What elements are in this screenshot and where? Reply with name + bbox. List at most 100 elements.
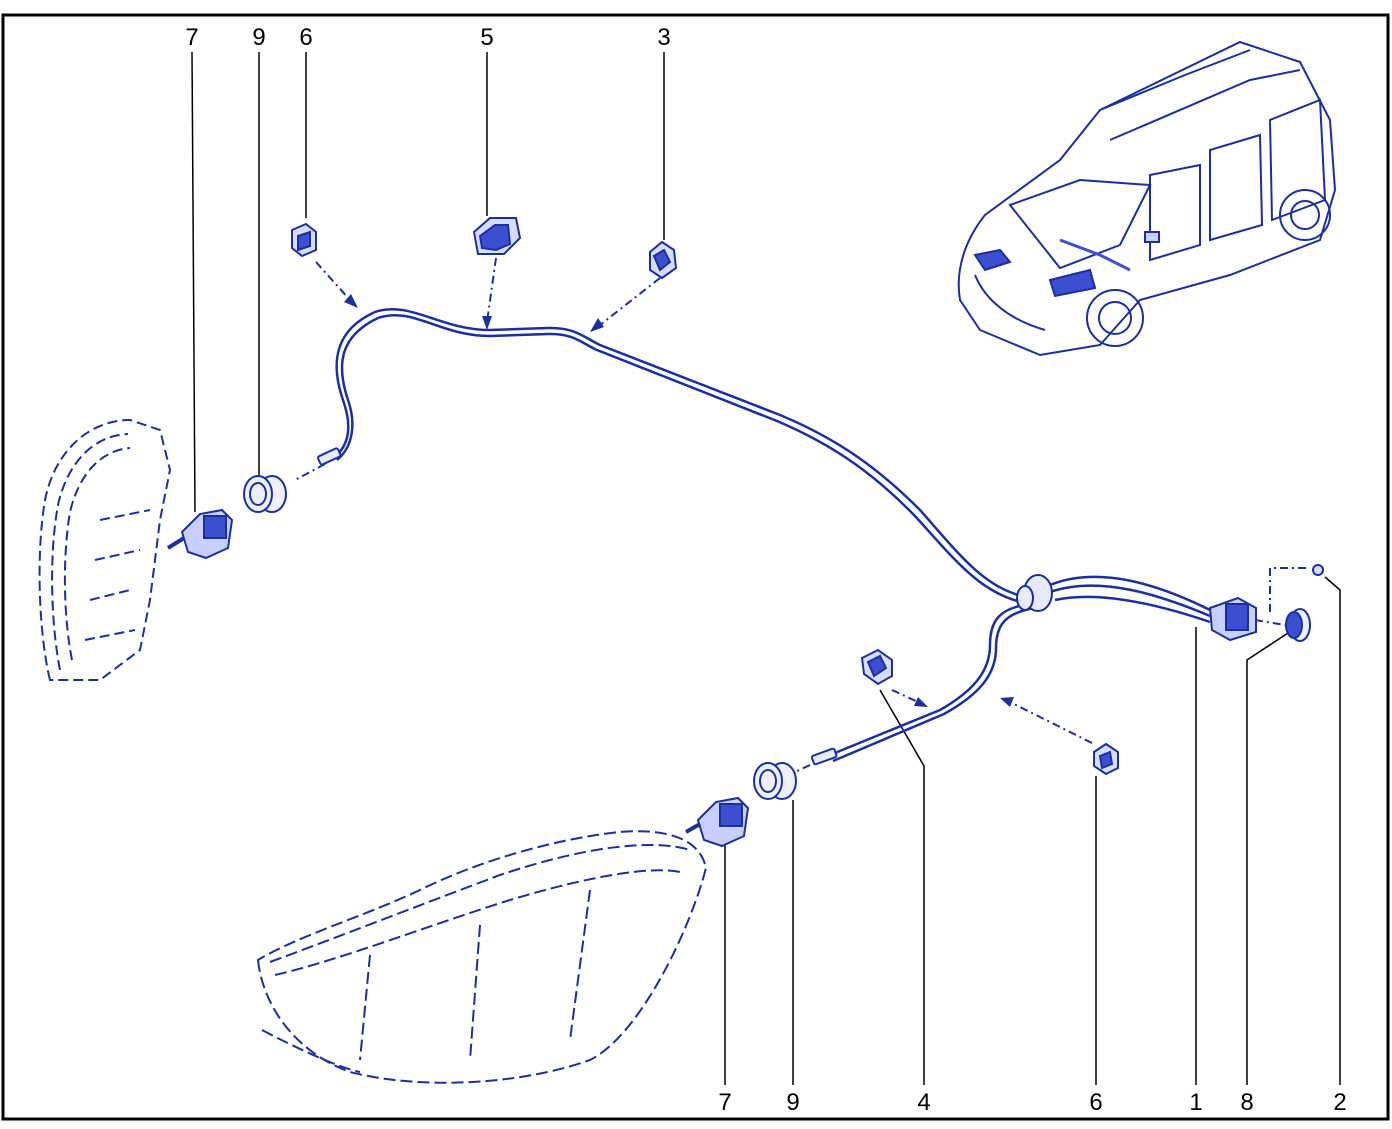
grommet-hole <box>249 482 267 506</box>
vehicle-illustration <box>957 40 1337 357</box>
actuator-motor <box>719 803 743 827</box>
control-switch-1 <box>1208 596 1257 642</box>
cable-right-3 <box>1054 595 1211 624</box>
callouts-top: 7 9 6 5 3 <box>185 24 670 51</box>
cable-right-2 <box>1049 584 1211 618</box>
arrow-heads <box>344 294 1014 707</box>
actuator-motor <box>203 515 227 539</box>
vehicle-front-wheel <box>1086 289 1144 347</box>
leader-line <box>191 51 196 513</box>
clip-3 <box>649 240 678 280</box>
callout-top-2: 9 <box>252 24 265 51</box>
actuator-shaft <box>166 536 186 550</box>
callout-bottom-5: 1 <box>1189 1089 1202 1116</box>
arrow-line <box>891 689 919 703</box>
headlamp-left-ribs <box>84 509 151 641</box>
cable-lower <box>829 602 1031 757</box>
callouts-bottom: 7 9 4 6 1 8 2 <box>718 1089 1346 1116</box>
arrow-line <box>794 764 811 773</box>
callout-bottom-4: 6 <box>1089 1089 1102 1116</box>
cable-end-fitting <box>316 447 342 466</box>
arrow-line <box>315 261 351 301</box>
grommet-upper <box>243 475 287 513</box>
leader-lines <box>191 51 1341 1085</box>
vehicle-rear-hub <box>1290 200 1320 230</box>
clips <box>291 217 1324 776</box>
grommets <box>243 475 1311 800</box>
callout-bottom-3: 4 <box>917 1089 930 1116</box>
vehicle-highlighted-cable <box>1059 238 1131 272</box>
vehicle-headlights <box>973 248 1097 298</box>
headlamp-right-outline <box>256 830 708 1084</box>
cable-upper-2 <box>336 313 1031 606</box>
grommet-hole <box>759 769 777 793</box>
grommet-face <box>1285 611 1303 639</box>
headlamp-left-outline <box>38 418 172 681</box>
headlamp-left-inner-1 <box>51 433 129 671</box>
callout-top-4: 5 <box>480 24 493 51</box>
headlamp-left <box>38 418 172 681</box>
vehicle-body <box>957 40 1337 357</box>
vehicle-roof-rails <box>1099 49 1301 141</box>
clip-6-top <box>291 222 317 258</box>
headlamp-right-base <box>261 1029 361 1073</box>
vehicle-hood <box>1008 178 1152 270</box>
arrow-line <box>486 257 497 323</box>
actuator-upper <box>166 508 234 560</box>
cable-upper <box>335 307 1031 600</box>
arrow-line <box>294 463 326 481</box>
arrow-head <box>590 318 604 332</box>
clip-4 <box>860 648 893 686</box>
screw-2 <box>1312 564 1324 576</box>
callout-bottom-7: 2 <box>1333 1089 1346 1116</box>
cable-fittings <box>316 447 1053 766</box>
diagram-border <box>1 13 1390 1121</box>
arrow-line <box>1269 567 1310 612</box>
grommet-lower <box>753 762 797 800</box>
clip-detail <box>866 654 888 678</box>
arrow-head <box>1000 697 1014 707</box>
leader-line <box>879 689 925 1085</box>
vehicle-rear-wheel <box>1279 189 1331 241</box>
leader-line <box>1246 632 1289 1085</box>
callout-bottom-2: 9 <box>786 1089 799 1116</box>
vehicle-front-hub <box>1098 301 1132 335</box>
arrow-line <box>1254 619 1286 626</box>
clip-detail <box>1098 750 1114 770</box>
headlamp-right-ribs <box>359 889 591 1061</box>
leader-line <box>1324 576 1341 1085</box>
vehicle-windows <box>1149 98 1327 262</box>
headlamp-right-inner-1 <box>269 843 691 963</box>
cable-junction-ring <box>1016 585 1034 611</box>
headlamp-right-inner-2 <box>274 869 681 976</box>
switch-knob <box>1225 603 1249 631</box>
clip-detail <box>478 224 512 252</box>
callout-top-5: 3 <box>657 24 670 51</box>
clip-6-bottom <box>1093 742 1119 776</box>
vehicle-mirror <box>1144 231 1160 243</box>
headlamp-right <box>256 830 708 1084</box>
cable-right <box>1049 575 1211 612</box>
assembly-arrows <box>294 257 1310 773</box>
adjuster-cable <box>335 307 1211 763</box>
actuator-shaft <box>685 822 701 834</box>
arrow-line <box>1009 701 1093 744</box>
actuators <box>166 508 1257 848</box>
callout-top-3: 6 <box>299 24 312 51</box>
arrow-head <box>482 316 492 330</box>
arrow-head <box>914 697 928 707</box>
clip-detail <box>297 230 311 252</box>
actuator-lower <box>685 796 750 848</box>
cable-end-fitting <box>810 747 838 766</box>
vehicle-bumper <box>974 274 1046 331</box>
callout-bottom-6: 8 <box>1240 1089 1253 1116</box>
cable-lower-2 <box>832 606 1036 763</box>
clip-5 <box>472 217 522 255</box>
arrow-head <box>344 294 358 308</box>
clip-detail <box>652 248 672 272</box>
callout-bottom-1: 7 <box>718 1089 731 1116</box>
headlamp-left-inner-2 <box>63 447 131 661</box>
arrow-line <box>599 277 661 326</box>
